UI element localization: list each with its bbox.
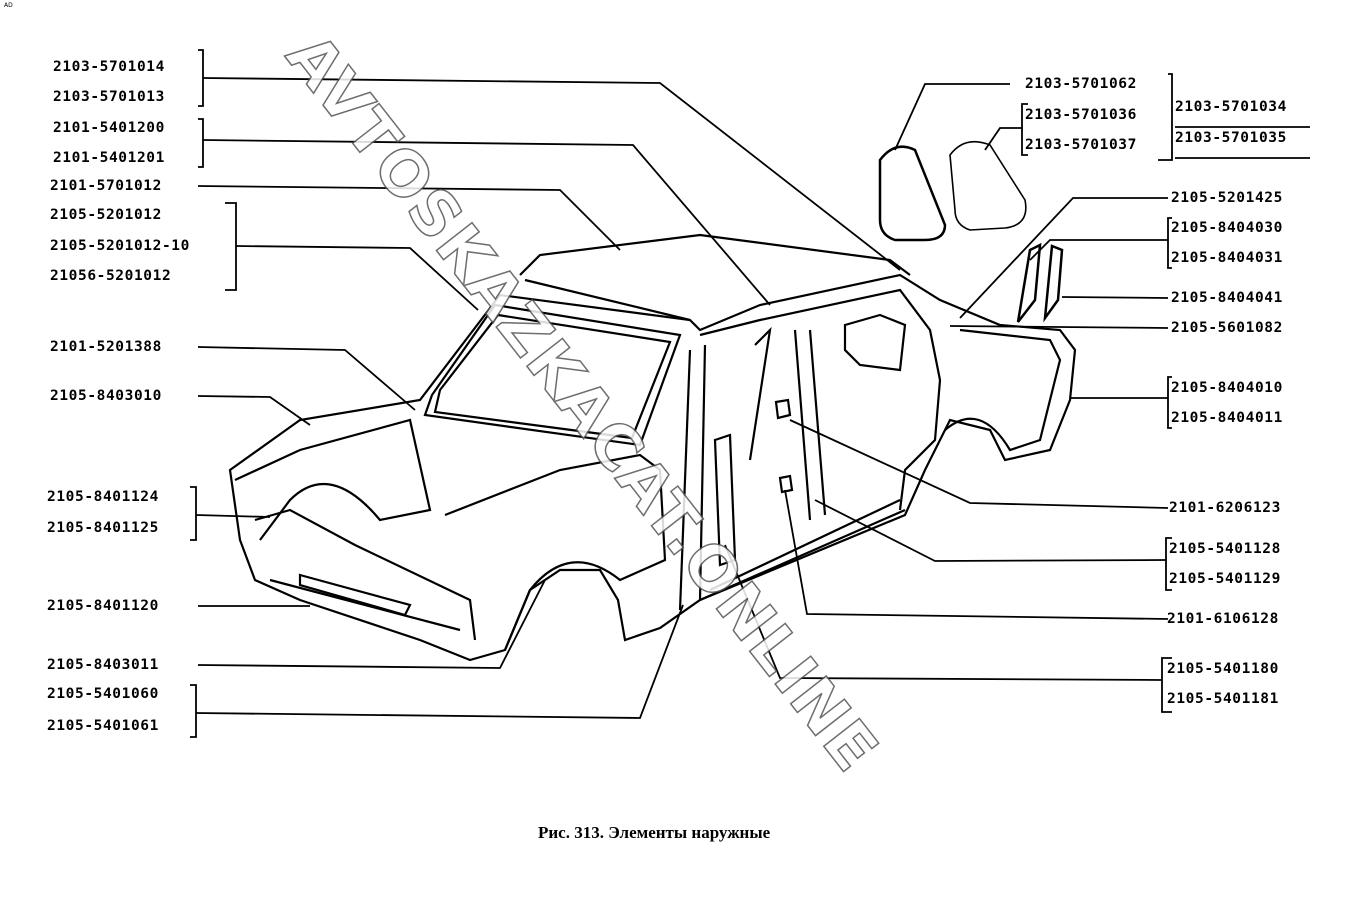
part-label: 2105-8404041: [1171, 290, 1283, 306]
part-label: 2101-6206123: [1169, 500, 1281, 516]
part-label: 2105-8401125: [47, 520, 159, 536]
part-label: 21056-5201012: [50, 268, 172, 284]
part-label: 2105-5401128: [1169, 541, 1281, 557]
part-label: 2103-5701062: [1025, 76, 1137, 92]
rear-quarter-window-frame: [949, 140, 1027, 231]
trim-right: [1043, 244, 1064, 323]
part-label: 2105-8401124: [47, 489, 159, 505]
part-label: 2105-5401181: [1167, 691, 1279, 707]
part-label: 2105-5401060: [47, 686, 159, 702]
part-label: 2105-5201012-10: [50, 238, 190, 254]
part-label: 2105-8403010: [50, 388, 162, 404]
part-label: 2105-8404031: [1171, 250, 1283, 266]
corner-mark: AD: [4, 2, 13, 9]
rear-quarter-window-seal: [878, 145, 947, 242]
part-label: 2105-5401061: [47, 718, 159, 734]
part-label: 2105-5201012: [50, 207, 162, 223]
part-label: 2103-5701034: [1175, 99, 1287, 115]
part-label: 2103-5701037: [1025, 137, 1137, 153]
leader-lines: [190, 49, 1310, 738]
part-label: 2105-8401120: [47, 598, 159, 614]
trim-left: [1016, 242, 1042, 323]
part-label: 2105-5401180: [1167, 661, 1279, 677]
detached-parts: [878, 140, 1064, 323]
figure-caption: Рис. 313. Элементы наружные: [538, 823, 771, 842]
part-label: 2105-8403011: [47, 657, 159, 673]
part-label: 2101-5201388: [50, 339, 162, 355]
part-label: 2101-5401201: [53, 150, 165, 166]
part-label: 2103-5701036: [1025, 107, 1137, 123]
part-label: 2105-5401129: [1169, 571, 1281, 587]
part-label: 2105-5201425: [1171, 190, 1283, 206]
part-label: 2105-8404011: [1171, 410, 1283, 426]
part-label: 2105-5601082: [1171, 320, 1283, 336]
part-label: 2103-5701014: [53, 59, 165, 75]
part-label: 2105-8404010: [1171, 380, 1283, 396]
part-label: 2105-8404030: [1171, 220, 1283, 236]
part-label: 2103-5701035: [1175, 130, 1287, 146]
part-label: 2101-6106128: [1167, 611, 1279, 627]
part-label: 2101-5401200: [53, 120, 165, 136]
part-label: 2103-5701013: [53, 89, 165, 105]
part-label: 2101-5701012: [50, 178, 162, 194]
